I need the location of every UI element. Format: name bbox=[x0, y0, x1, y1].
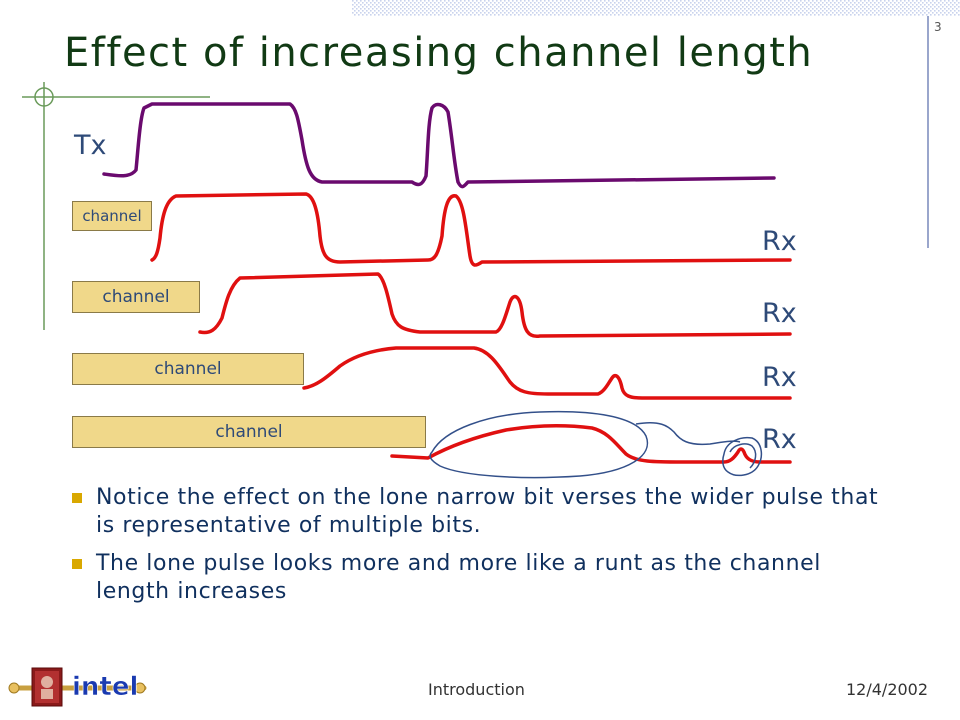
slide-title: Effect of increasing channel length bbox=[64, 30, 814, 76]
channel-box-3: channel bbox=[72, 353, 304, 385]
intel-logo: intel bbox=[8, 667, 147, 707]
top-pattern-band bbox=[352, 0, 960, 16]
footer-date: 12/4/2002 bbox=[846, 680, 929, 699]
bullet-square-icon bbox=[72, 559, 82, 569]
highlight-loop-runt-pulse-inner bbox=[729, 443, 757, 469]
bullet-text: The lone pulse looks more and more like … bbox=[96, 551, 821, 604]
corner-circle bbox=[34, 87, 54, 107]
rx-label-1: Rx bbox=[762, 226, 797, 257]
channel-box-4: channel bbox=[72, 416, 426, 448]
channel-box-1: channel bbox=[72, 201, 152, 231]
rx-waveform-3 bbox=[302, 346, 792, 400]
highlight-loop-wide-pulse bbox=[429, 410, 649, 479]
tx-waveform bbox=[102, 102, 776, 189]
rx-label-3: Rx bbox=[762, 362, 797, 393]
highlight-loop-runt-pulse bbox=[722, 436, 763, 477]
rx-waveform-2 bbox=[198, 272, 792, 339]
bullet-item: The lone pulse looks more and more like … bbox=[70, 550, 900, 606]
channel-box-2: channel bbox=[72, 281, 200, 313]
bullet-square-icon bbox=[72, 493, 82, 503]
bullet-text: Notice the effect on the lone narrow bit… bbox=[96, 485, 879, 538]
bullet-list: Notice the effect on the lone narrow bit… bbox=[70, 484, 900, 616]
rx-label-2: Rx bbox=[762, 298, 797, 329]
highlight-connector bbox=[635, 421, 741, 446]
page-number: 3 bbox=[934, 20, 942, 34]
tx-label: Tx bbox=[74, 130, 107, 161]
rx-label-4: Rx bbox=[762, 424, 797, 455]
svg-text:intel: intel bbox=[72, 672, 138, 702]
footer-section: Introduction bbox=[428, 680, 525, 699]
bullet-item: Notice the effect on the lone narrow bit… bbox=[70, 484, 900, 540]
rx-waveform-1 bbox=[150, 192, 792, 267]
